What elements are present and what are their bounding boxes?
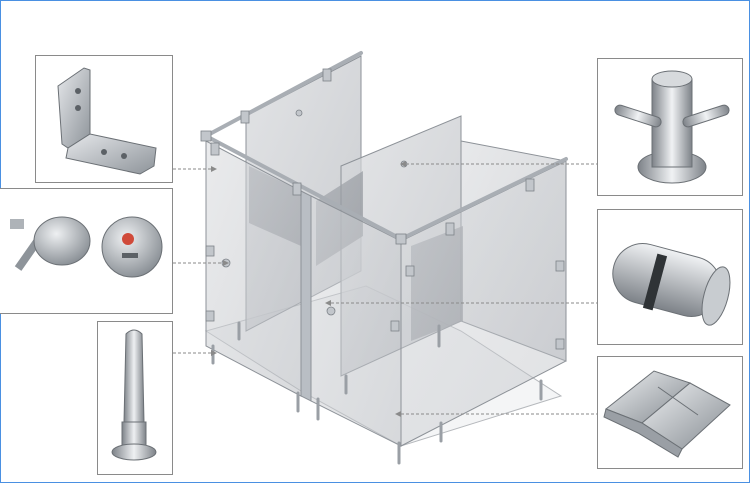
callout-door-hook bbox=[597, 58, 743, 196]
callout-support-leg bbox=[97, 321, 173, 475]
angle-bracket-icon bbox=[57, 67, 157, 175]
door-lock-indicator-icon bbox=[10, 216, 163, 278]
callout-wall-bracket bbox=[35, 55, 173, 183]
leader-arrowheads bbox=[211, 161, 406, 417]
door-hinge-icon bbox=[603, 370, 731, 458]
leg-set bbox=[211, 321, 543, 465]
callout-door-handle bbox=[597, 209, 743, 345]
top-rail bbox=[204, 51, 568, 241]
bracket-set bbox=[200, 68, 565, 350]
door-knob-icon bbox=[612, 243, 731, 326]
callout-door-lock bbox=[0, 188, 173, 314]
front-door-left bbox=[300, 190, 312, 402]
leader-lines bbox=[173, 163, 597, 415]
callout-door-hinge bbox=[597, 356, 743, 469]
adjustable-leg-icon bbox=[111, 329, 157, 461]
coat-hook-icon bbox=[614, 70, 730, 184]
